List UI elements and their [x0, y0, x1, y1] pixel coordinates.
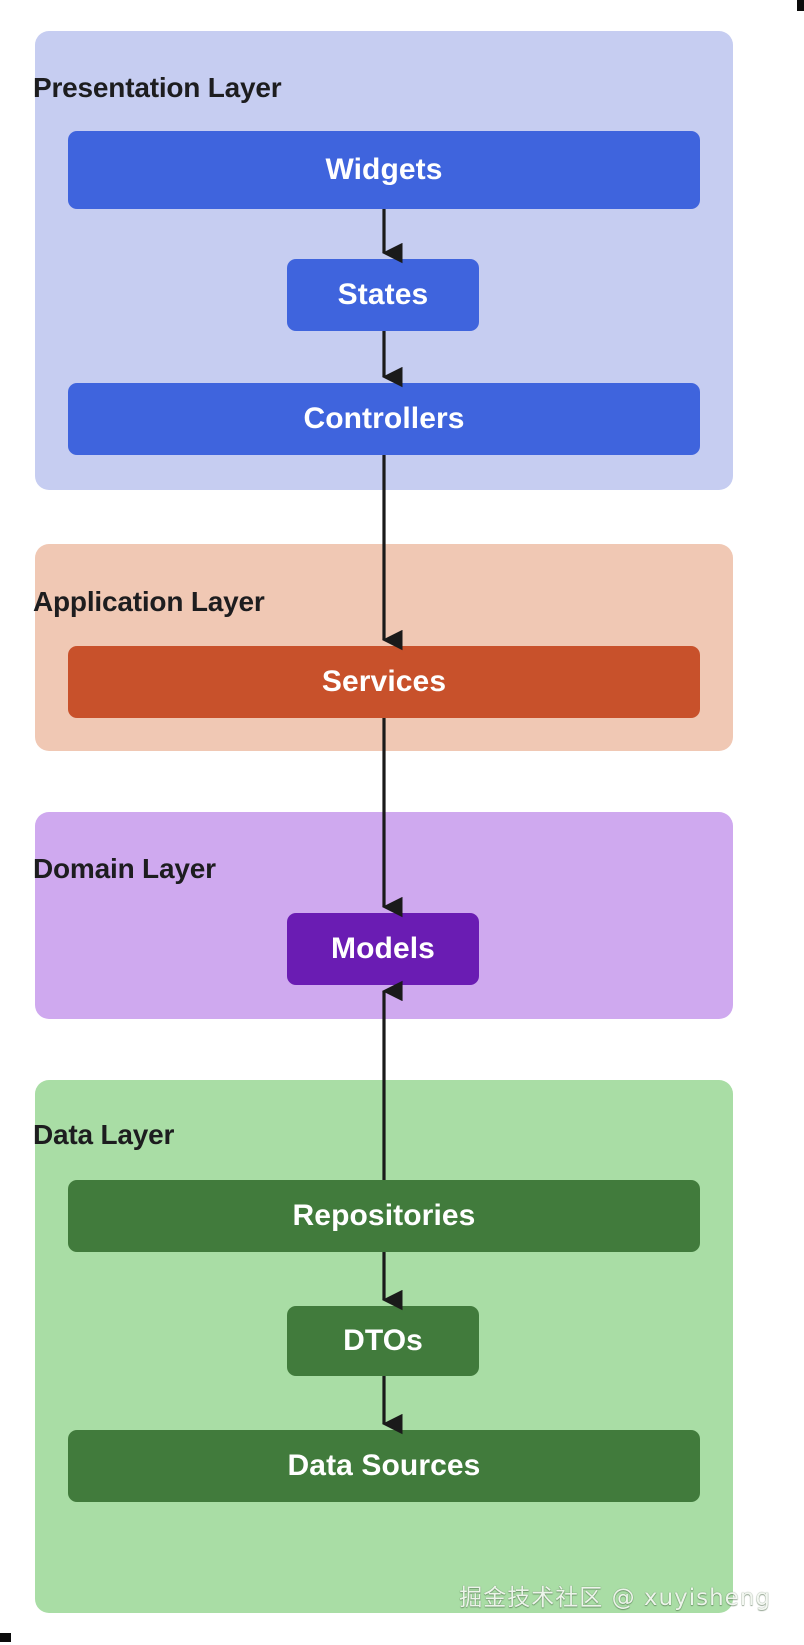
node-states: States	[287, 259, 479, 331]
node-controllers: Controllers	[68, 383, 700, 455]
watermark: 掘金技术社区 @ xuyisheng	[459, 1585, 771, 1611]
node-data-sources: Data Sources	[68, 1430, 700, 1502]
layer-title-data: Data Layer	[33, 1119, 175, 1150]
page-edge-mark-top-right	[797, 0, 804, 11]
node-dtos: DTOs	[287, 1306, 479, 1376]
page-edge-mark-bottom-left	[0, 1633, 11, 1642]
layer-title-presentation: Presentation Layer	[33, 72, 282, 103]
node-repositories: Repositories	[68, 1180, 700, 1252]
node-services: Services	[68, 646, 700, 718]
node-widgets: Widgets	[68, 131, 700, 209]
layer-title-domain: Domain Layer	[33, 853, 216, 884]
layer-title-application: Application Layer	[33, 586, 265, 617]
node-models: Models	[287, 913, 479, 985]
